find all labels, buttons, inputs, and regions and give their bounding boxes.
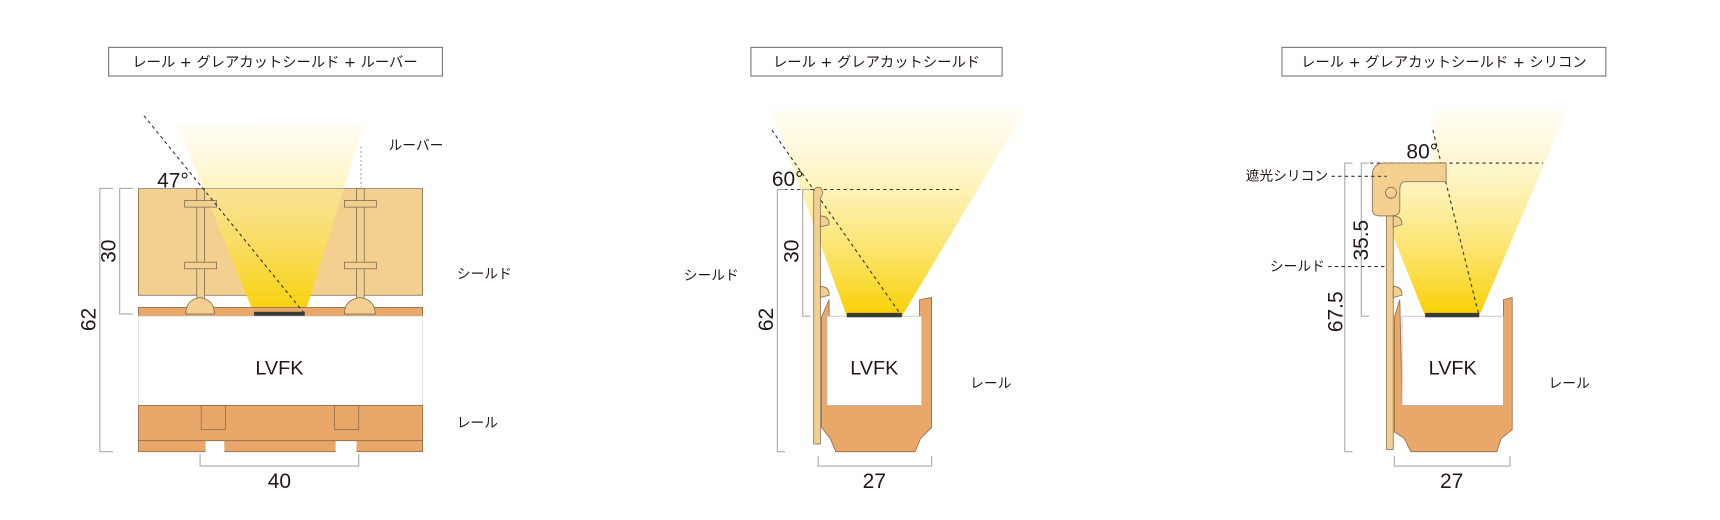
callout-rail: レール <box>970 376 1012 392</box>
product-label: LVFK <box>850 358 898 380</box>
dim-line-shield <box>119 187 133 315</box>
product-body <box>1401 315 1504 406</box>
dim-shield-height: 30 <box>780 240 803 263</box>
product-body <box>826 315 923 406</box>
panel-title: レール + グレアカットシールド + ルーバー <box>132 54 417 71</box>
rail-bottom <box>138 405 424 454</box>
dim-line-width <box>817 456 933 467</box>
led-strip <box>254 311 305 317</box>
product-body <box>138 315 424 406</box>
panel-louver: レール + グレアカットシールド + ルーバー LVFK <box>77 46 512 493</box>
callout-louver: ルーバー <box>388 138 443 154</box>
light-beam <box>771 110 1026 317</box>
callout-shield: シールド <box>1270 259 1325 275</box>
cutoff-angle: 60° <box>772 168 804 191</box>
light-beam <box>176 123 365 314</box>
dim-width: 27 <box>1440 470 1463 493</box>
dim-line-total <box>1344 162 1353 453</box>
dim-line-width <box>1393 456 1511 467</box>
panel-silicone: レール + グレアカットシールド + シリコン LVFK 80° 35.5 67… <box>1246 46 1607 493</box>
product-label: LVFK <box>255 358 303 380</box>
dim-total-height: 62 <box>755 308 778 331</box>
panel-title: レール + グレアカットシールド + シリコン <box>1301 54 1586 71</box>
shield-profile <box>1386 186 1394 450</box>
panel-title: レール + グレアカットシールド <box>773 54 980 71</box>
dim-width: 27 <box>863 470 886 493</box>
cutoff-angle: 47° <box>157 169 189 192</box>
callout-rail: レール <box>1549 376 1591 392</box>
panel-title-box <box>108 46 444 77</box>
callout-shield: シールド <box>684 268 739 284</box>
led-strip <box>1425 312 1480 318</box>
cutoff-line <box>771 129 903 317</box>
dim-line-shield <box>1360 162 1369 317</box>
panel-title-box <box>1281 46 1607 77</box>
louver-left <box>184 188 217 315</box>
dim-line-total <box>776 188 786 453</box>
dim-line-width <box>199 453 360 467</box>
cutoff-angle: 80° <box>1406 141 1438 164</box>
callout-rail: レール <box>457 415 499 431</box>
cutoff-line <box>143 115 306 315</box>
light-beam <box>1391 110 1568 317</box>
led-strip <box>846 312 902 318</box>
dim-width: 40 <box>268 470 291 493</box>
louver-right <box>344 188 377 315</box>
panel-shield: レール + グレアカットシールド LVFK 60° 30 62 27 シールド … <box>684 46 1026 493</box>
dim-line-shield <box>802 188 811 317</box>
callout-shield: シールド <box>457 267 512 283</box>
callout-silicone: 遮光シリコン <box>1246 169 1329 185</box>
dim-shield-height: 30 <box>97 240 120 263</box>
shield-profile <box>813 186 823 445</box>
dim-total-height: 67.5 <box>1325 291 1348 332</box>
panel-title-box <box>750 46 1003 77</box>
cutoff-line <box>1432 129 1480 317</box>
dim-shield-height: 35.5 <box>1350 220 1373 261</box>
product-label: LVFK <box>1429 358 1477 380</box>
dim-total-height: 62 <box>77 308 100 331</box>
shading-silicone <box>1371 162 1447 217</box>
dim-line-total <box>99 187 114 453</box>
